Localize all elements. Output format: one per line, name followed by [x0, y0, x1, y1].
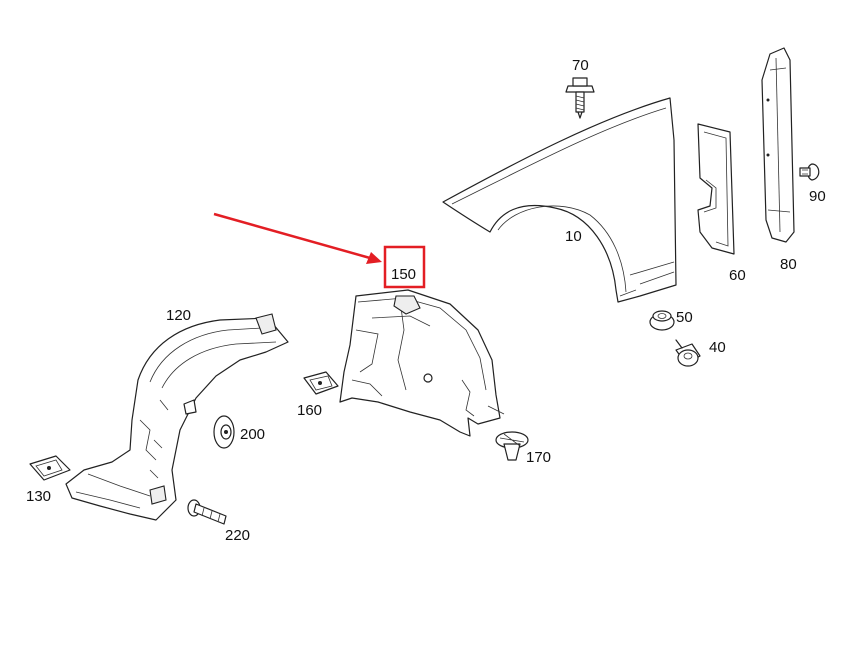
label-90: 90: [809, 188, 826, 205]
wheel-arch-liner-part-150[interactable]: [339, 289, 505, 437]
label-150: 150: [391, 266, 416, 283]
label-200: 200: [240, 426, 265, 443]
label-70: 70: [572, 57, 589, 74]
seal-part-60[interactable]: [697, 123, 735, 255]
label-40: 40: [709, 339, 726, 356]
label-170: 170: [526, 449, 551, 466]
label-130: 130: [26, 488, 51, 505]
label-160: 160: [297, 402, 322, 419]
nut-part-50[interactable]: [649, 310, 675, 331]
clip-part-90[interactable]: [799, 163, 820, 181]
wheel-arch-liner-part-120[interactable]: [65, 313, 289, 521]
rivet-part-220[interactable]: [187, 499, 227, 525]
clip-part-170[interactable]: [495, 431, 529, 461]
label-10: 10: [565, 228, 582, 245]
clip-part-130[interactable]: [29, 455, 71, 481]
nut-part-200[interactable]: [213, 415, 235, 449]
label-60: 60: [729, 267, 746, 284]
bracket-part-80[interactable]: [761, 47, 795, 243]
pointer-arrow: [213, 212, 382, 264]
label-120: 120: [166, 307, 191, 324]
label-50: 50: [676, 309, 693, 326]
label-80: 80: [780, 256, 797, 273]
label-220: 220: [225, 527, 250, 544]
fender-part[interactable]: [442, 97, 677, 303]
highlight-box: [383, 245, 426, 289]
clip-part-160[interactable]: [303, 371, 339, 395]
bolt-part-40[interactable]: [675, 339, 701, 367]
screw-part-70[interactable]: [565, 77, 595, 119]
